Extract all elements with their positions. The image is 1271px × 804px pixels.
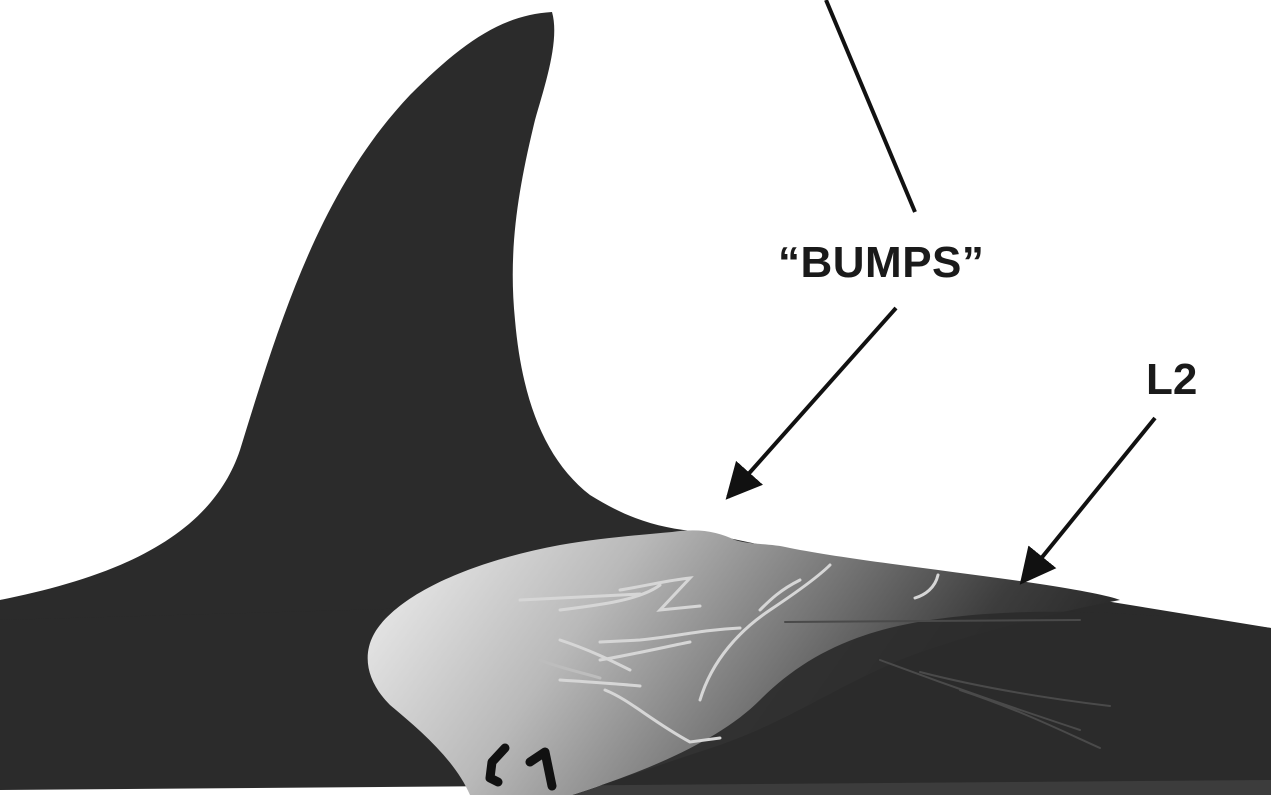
l2-label: L2 bbox=[1146, 355, 1197, 405]
bumps-arrow bbox=[728, 308, 896, 497]
l2-arrow bbox=[1022, 418, 1155, 582]
dorsal-fin bbox=[0, 12, 700, 620]
bumps-leader-top bbox=[826, 0, 915, 212]
bumps-label: “BUMPS” bbox=[778, 238, 984, 288]
